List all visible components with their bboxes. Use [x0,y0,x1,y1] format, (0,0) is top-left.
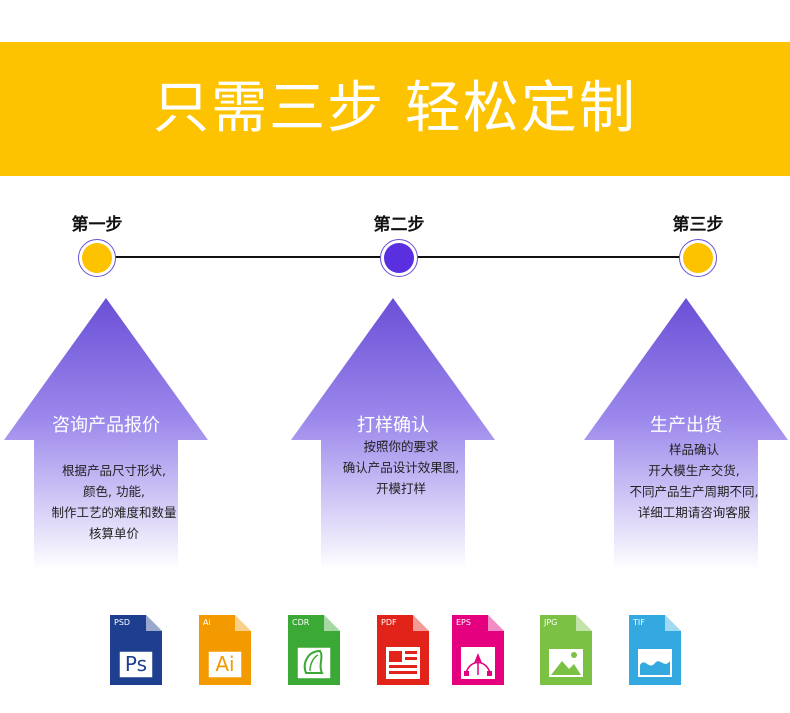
step-2-arrow [291,298,495,570]
step-3-line-4: 详细工期请咨询客服 [637,505,751,520]
step-1-title: 咨询产品报价 [52,415,160,436]
step-1-line-4: 核算单价 [88,526,139,541]
photoshop-icon: PSD Ps [110,615,162,685]
step-3-title: 生产出货 [650,415,722,436]
step-3-line-2: 开大模生产交货, [648,463,740,478]
step-2-label: 第二步 [373,215,425,235]
image-wave-icon: TIF [629,615,681,685]
pdf-tag: PDF [381,618,397,627]
cdr-tag: CDR [292,618,310,627]
step-1-dot [78,239,116,277]
step-3-arrow [584,298,788,570]
step-1-line-3: 制作工艺的难度和数量 [51,505,177,520]
step-2-line-3: 开模打样 [375,481,426,496]
step-1-description: 根据产品尺寸形状, 颜色, 功能, 制作工艺的难度和数量 核算单价 [12,460,216,544]
jpg-tag: JPG [544,618,558,627]
pdf-document-icon: PDF [377,615,429,685]
banner-title: 只需三步 轻松定制 [153,76,637,141]
ps-glyph: Ps [124,652,148,676]
step-1-line-2: 颜色, 功能, [83,484,145,499]
ai-tag: Ai [203,618,211,627]
psd-tag: PSD [114,618,131,627]
title-banner: 只需三步 轻松定制 [0,42,790,176]
step-2-line-2: 确认产品设计效果图, [342,460,460,475]
step-3-label: 第三步 [672,215,724,235]
eps-tag: EPS [456,618,471,627]
step-3-line-3: 不同产品生产周期不同, [629,484,759,499]
step-2-line-1: 按照你的要求 [363,439,439,454]
step-3-dot [679,239,717,277]
ai-glyph: Ai [215,652,235,676]
image-landscape-icon: JPG [540,615,592,685]
step-1-line-1: 根据产品尺寸形状, [62,463,166,478]
step-2-description: 按照你的要求 确认产品设计效果图, 开模打样 [299,436,503,499]
step-1-arrow [4,298,208,570]
step-3-line-1: 样品确认 [668,442,719,457]
step-2-dot [380,239,418,277]
vector-pen-icon: EPS [452,615,504,685]
step-3-description: 样品确认 开大模生产交货, 不同产品生产周期不同, 详细工期请咨询客服 [592,439,790,523]
coreldraw-icon: CDR [288,615,340,685]
step-1-label: 第一步 [71,215,123,235]
illustrator-icon: Ai Ai [199,615,251,685]
tif-tag: TIF [633,618,645,627]
step-2-title: 打样确认 [357,415,429,436]
